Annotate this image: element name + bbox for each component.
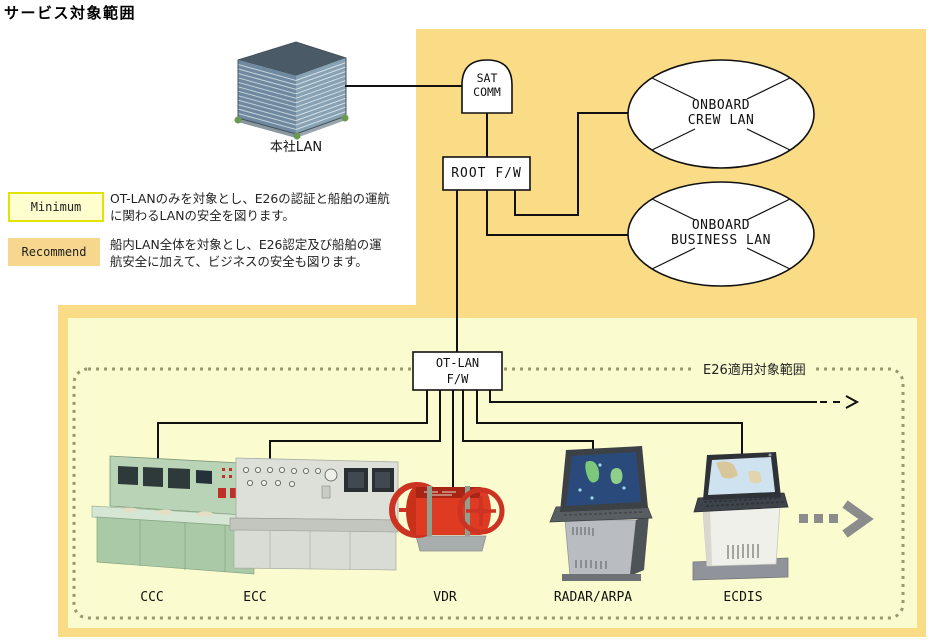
- equipment-label-vdr: VDR: [433, 590, 457, 605]
- vdr-capsule-image: [389, 482, 505, 552]
- connector-lines: [157, 85, 817, 487]
- onboard-business-lan-label: ONBOARD BUSINESS LAN: [671, 218, 771, 248]
- sat-comm-node: [461, 59, 513, 114]
- ecc-console-image: [229, 457, 399, 571]
- head-office-label: 本社LAN: [269, 140, 323, 155]
- equipment-label-ecc: ECC: [243, 590, 267, 605]
- onboard-crew-lan-label: ONBOARD CREW LAN: [687, 98, 755, 128]
- dashed-continuation-arrow: [820, 395, 860, 409]
- equipment-label-ecdis: ECDIS: [723, 590, 763, 605]
- page-title: サービス対象範囲: [4, 4, 137, 22]
- ccc-console-image: [91, 455, 259, 575]
- ecdis-console-image: [692, 452, 789, 581]
- ot-lan-fw-label: OT-LAN F/W: [435, 356, 480, 387]
- equipment-label-radar-arpa: RADAR/ARPA: [553, 590, 633, 605]
- root-fw-node: [442, 156, 531, 191]
- e26-zone-label: E26適用対象範囲: [693, 362, 816, 379]
- onboard-crew-lan-node: [627, 59, 815, 169]
- recommend-badge: Recommend: [8, 238, 100, 266]
- onboard-business-lan-node: [627, 181, 815, 287]
- equipment-label-ccc: CCC: [140, 590, 164, 605]
- gray-dotted-arrow: [799, 500, 874, 538]
- root-fw-label: ROOT F/W: [451, 166, 522, 181]
- minimum-badge: Minimum: [8, 192, 104, 222]
- minimum-description: OT-LANのみを対象とし、E26の認証と船舶の運航 に関わるLANの安全を図り…: [110, 191, 390, 223]
- head-office-building-image: [234, 41, 349, 140]
- recommend-description: 船内LAN全体を対象とし、E26認定及び船舶の運 航安全に加えて、ビジネスの安全…: [110, 237, 382, 269]
- ot-lan-fw-node: [412, 351, 503, 391]
- radar-arpa-console-image: [549, 446, 653, 581]
- sat-comm-label: SAT COMM: [473, 71, 501, 100]
